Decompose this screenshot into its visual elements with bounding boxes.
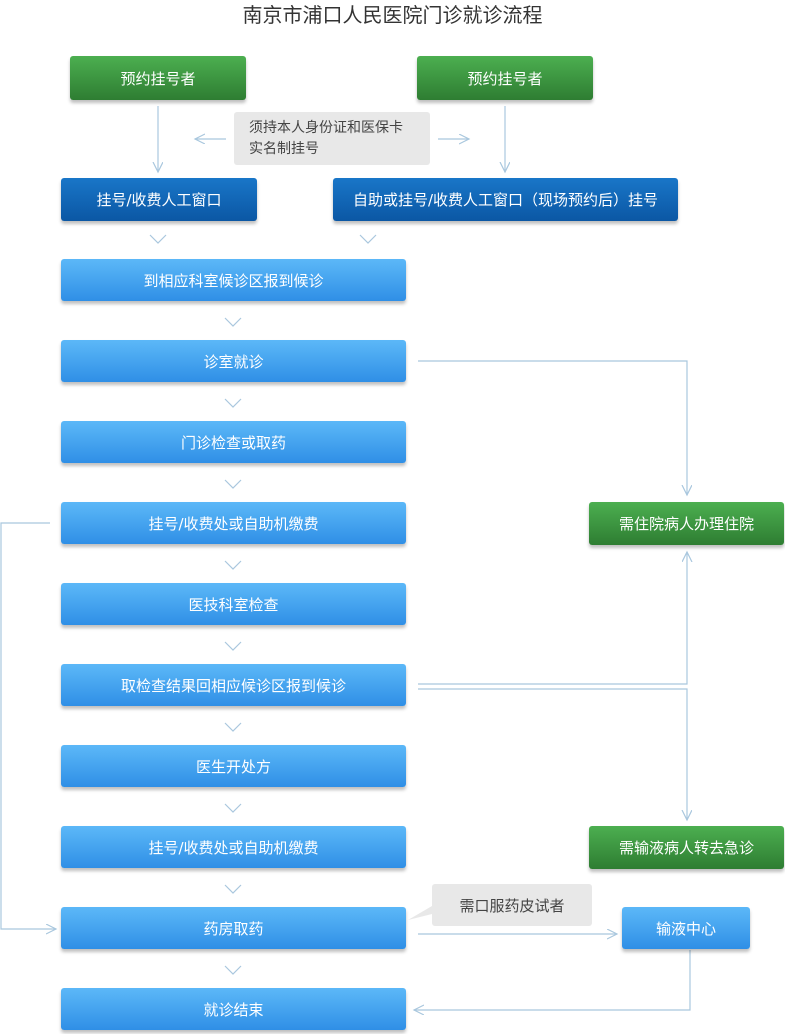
right-appointment-box: 预约挂号者	[417, 56, 593, 100]
id-requirement-note: 须持本人身份证和医保卡 实名制挂号	[234, 112, 430, 165]
arrow-results-to-inpatient	[418, 552, 687, 685]
step-payment-1: 挂号/收费处或自助机缴费	[61, 502, 406, 544]
step-pharmacy: 药房取药	[61, 907, 406, 949]
infusion-emergency-box: 需输液病人转去急诊	[589, 826, 784, 869]
left-appointment-box: 预约挂号者	[70, 56, 246, 100]
inpatient-admission-box: 需住院病人办理住院	[589, 502, 784, 545]
chevron-icon	[224, 884, 242, 894]
step-prescription: 医生开处方	[61, 745, 406, 787]
chevron-icon	[224, 641, 242, 651]
step-payment-2: 挂号/收费处或自助机缴费	[61, 826, 406, 868]
step-checkin-wait: 到相应科室候诊区报到候诊	[61, 259, 406, 301]
chevron-icon	[224, 722, 242, 732]
chevron-icon	[224, 317, 242, 327]
arrow-loop-to-pharmacy	[0, 522, 56, 929]
skin-test-note: 需口服药皮试者	[432, 884, 592, 926]
chevron-icon	[224, 965, 242, 975]
chevron-icon	[224, 479, 242, 489]
arrow-infusion-to-end	[414, 950, 691, 1010]
step-visit-end: 就诊结束	[61, 988, 406, 1030]
manual-window-box: 挂号/收费人工窗口	[61, 178, 257, 221]
self-service-window-box: 自助或挂号/收费人工窗口（现场预约后）挂号	[333, 178, 678, 221]
step-chevrons	[149, 234, 377, 975]
arrow-results-to-infusion	[418, 688, 687, 820]
step-exam-or-medicine: 门诊检查或取药	[61, 421, 406, 463]
chevron-icon	[224, 560, 242, 570]
infusion-center-box: 输液中心	[622, 907, 750, 949]
arrow-to-inpatient	[418, 360, 687, 495]
id-note-line1: 须持本人身份证和医保卡	[249, 120, 403, 136]
step-collect-results: 取检查结果回相应候诊区报到候诊	[61, 664, 406, 706]
chevron-icon	[224, 398, 242, 408]
id-note-line2: 实名制挂号	[249, 141, 319, 157]
page-title: 南京市浦口人民医院门诊就诊流程	[242, 3, 543, 27]
chevron-icon	[359, 234, 377, 244]
step-consultation: 诊室就诊	[61, 340, 406, 382]
step-medical-tech-exam: 医技科室检查	[61, 583, 406, 625]
chevron-icon	[149, 234, 167, 244]
chevron-icon	[224, 803, 242, 813]
